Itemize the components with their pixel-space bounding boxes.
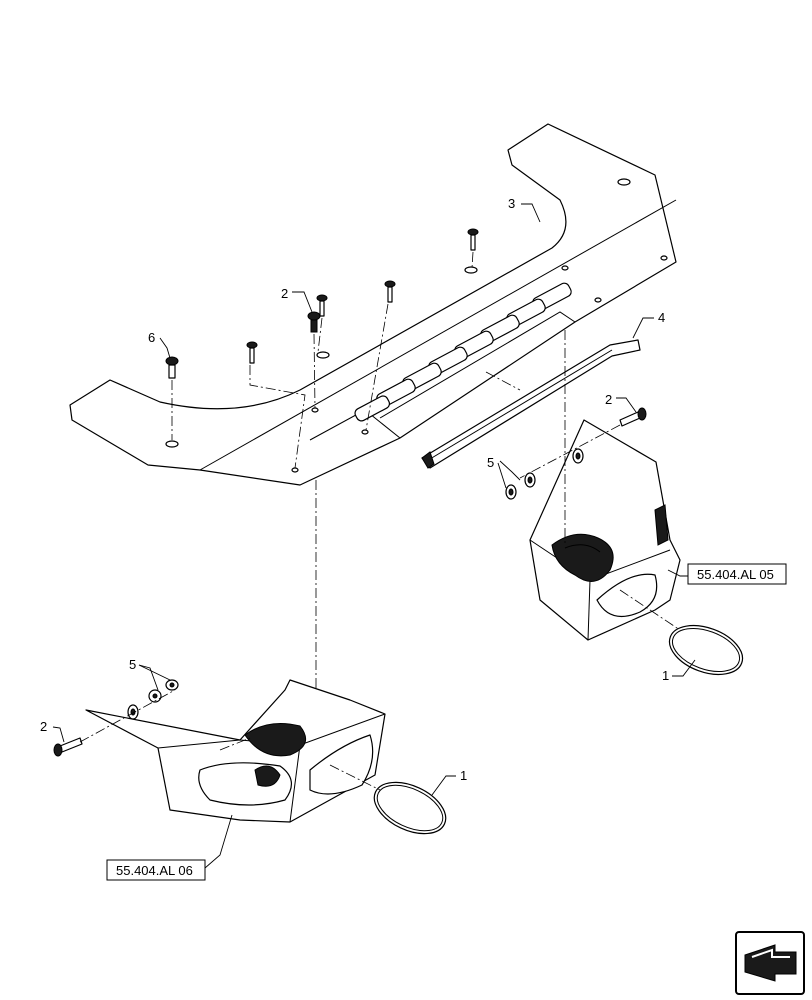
washer-left-3 — [127, 704, 139, 720]
screw-top-3 — [316, 294, 328, 317]
panel-part-3 — [69, 123, 677, 486]
washer-right-3 — [505, 484, 517, 500]
washer-right-1 — [572, 448, 584, 464]
screw-bolt-2 — [307, 311, 321, 333]
o-ring-right — [668, 624, 744, 676]
callout-2-top: 2 — [281, 286, 288, 301]
callout-leaders — [52, 203, 696, 869]
reference-label-left[interactable]: 55.404.AL 06 — [116, 863, 193, 878]
screw-top-2 — [384, 280, 396, 303]
callout-6: 6 — [148, 330, 155, 345]
reference-box-left[interactable]: 55.404.AL 06 — [106, 859, 206, 881]
washer-left-1 — [165, 679, 179, 691]
callout-1-left: 1 — [460, 768, 467, 783]
reference-label-right[interactable]: 55.404.AL 05 — [697, 567, 774, 582]
bolt-right-2 — [619, 407, 647, 427]
callout-2-right: 2 — [605, 392, 612, 407]
callout-4: 4 — [658, 310, 665, 325]
assembly-centerlines — [79, 251, 681, 791]
washer-left-2 — [148, 689, 162, 703]
bolt-left-2 — [53, 737, 83, 757]
screw-top-1 — [467, 228, 479, 251]
callout-2-left: 2 — [40, 719, 47, 734]
seal-strip-part-4 — [421, 339, 641, 469]
o-ring-left — [373, 781, 447, 835]
housing-left — [85, 679, 386, 823]
washer-right-2 — [524, 472, 536, 488]
previous-page-arrow-icon[interactable] — [735, 931, 805, 995]
callout-1-right: 1 — [662, 668, 669, 683]
screw-top-4 — [246, 341, 258, 364]
housing-right — [529, 419, 681, 641]
callout-3: 3 — [508, 196, 515, 211]
reference-box-right[interactable]: 55.404.AL 05 — [687, 563, 787, 585]
mount-holes — [165, 178, 668, 473]
callout-5-right: 5 — [487, 455, 494, 470]
vent-slots — [354, 282, 572, 422]
screw-6 — [165, 356, 179, 379]
callout-5-left: 5 — [129, 657, 136, 672]
